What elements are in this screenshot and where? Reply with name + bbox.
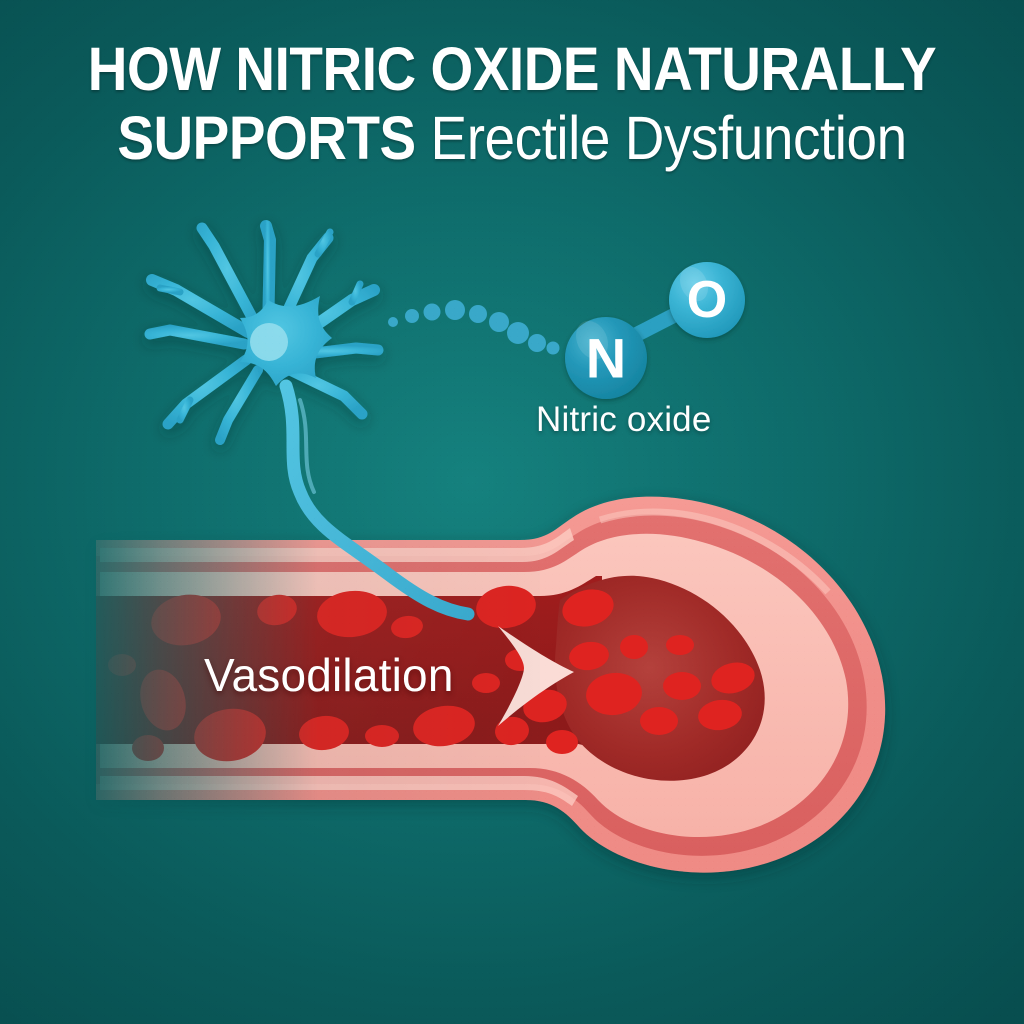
nitrergic-neuron [144, 220, 384, 445]
glans-rim-highlight [598, 508, 831, 595]
atom-highlight [679, 266, 709, 302]
wall-highlight-top [100, 528, 574, 562]
trail-dot [469, 305, 487, 323]
atom-nitrogen-sphere [565, 317, 647, 399]
trail-dot [423, 303, 441, 321]
atom-oxygen-sphere [669, 262, 745, 338]
trail-dot [405, 309, 419, 323]
axon-terminal [298, 398, 316, 494]
dendrite-branch [176, 396, 194, 424]
penile-cross-section [96, 496, 886, 873]
headline-line-2: SUPPORTS Erectile Dysfunction [51, 103, 973, 172]
blood-lumen-shaft [96, 576, 602, 752]
nitric-oxide-molecule: N O [565, 262, 745, 399]
headline-subject: Erectile Dysfunction [415, 103, 908, 172]
atom-highlight [575, 320, 609, 360]
red-blood-cells [108, 585, 755, 762]
axon [279, 379, 475, 621]
vasodilation-label: Vasodilation [204, 649, 454, 701]
dendrite-branch [348, 280, 364, 306]
headline-emphasis: SUPPORTS [117, 103, 416, 172]
dendrite [215, 365, 263, 445]
dendrite-branch [156, 284, 184, 296]
nitric-oxide-label: Nitric oxide [536, 400, 712, 439]
trail-dot [528, 334, 546, 352]
dendrite [144, 324, 250, 350]
trail-dot [445, 300, 465, 320]
wall-highlight-bottom [100, 776, 578, 806]
neuron-nucleus [250, 323, 288, 361]
trail-dot [489, 312, 509, 332]
trail-dot [546, 341, 560, 355]
headline-line-1: HOW NITRIC OXIDE NATURALLY [87, 35, 937, 103]
atom-nitrogen-letter: N [586, 327, 626, 390]
dendrite-branch [314, 228, 334, 258]
atom-oxygen-letter: O [687, 271, 727, 329]
blood-flow-arrow [498, 626, 574, 726]
headline: HOW NITRIC OXIDE NATURALLY SUPPORTS Erec… [0, 38, 1024, 170]
trail-dot [388, 317, 398, 327]
no-diffusion-trail [388, 300, 560, 355]
trail-dot [507, 322, 529, 344]
